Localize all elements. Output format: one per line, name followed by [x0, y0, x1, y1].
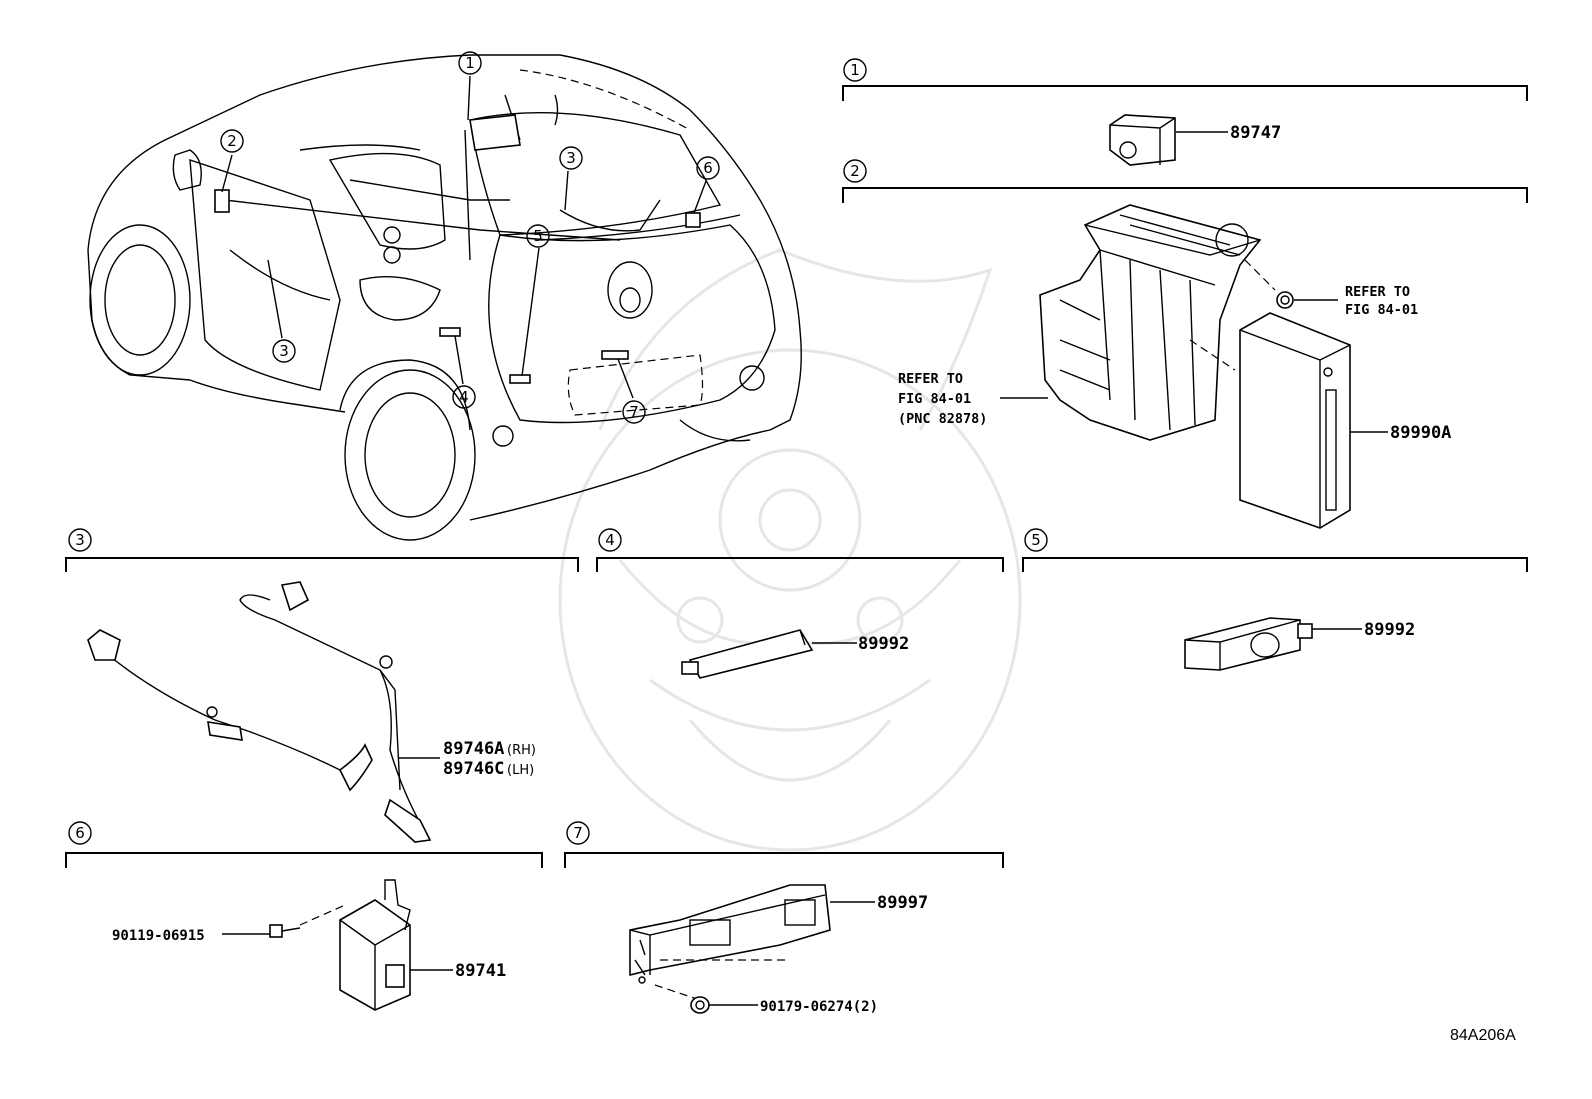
callout-2: 2: [227, 132, 237, 150]
section-1: 1 89747: [842, 58, 1528, 166]
callout-4-circle: [452, 385, 476, 409]
callout-3b: 3: [279, 342, 289, 360]
section-2-number: 2: [850, 162, 860, 180]
callout-3-circle: [559, 146, 583, 170]
part-number-89746C: 89746C: [443, 759, 504, 779]
part-89746-drawing: [87, 581, 432, 843]
section-6-number: 6: [75, 824, 85, 842]
section-1-number: 1: [850, 61, 860, 79]
figure-id: 84A206A: [1450, 1027, 1516, 1044]
part-qualifier-lh: (LH): [507, 763, 534, 778]
part-number-89746A: 89746A: [443, 739, 504, 759]
callout-4: 4: [459, 388, 469, 406]
vehicle-callouts: 1 2 3 6 5 3 4 7: [220, 51, 720, 424]
section-3: 3 89746A (RH) 89746C (LH): [65, 528, 579, 843]
callout-6-circle: [696, 156, 720, 180]
section-4: 4 89992: [596, 528, 1004, 679]
screw-90119-drawing: [269, 924, 301, 938]
callout-3: 3: [566, 149, 576, 167]
callout-7: 7: [629, 403, 639, 421]
section-3-number: 3: [75, 531, 85, 549]
part-number-89992-b: 89992: [1364, 620, 1415, 640]
part-number-89990A: 89990A: [1390, 423, 1451, 443]
nut-90179-drawing: [690, 996, 710, 1014]
part-number-89997: 89997: [877, 893, 928, 913]
watermark-logo: [558, 248, 1022, 852]
part-89997-drawing: [629, 884, 831, 984]
part-89741-drawing: [339, 879, 411, 1011]
part-qualifier-rh: (RH): [507, 743, 536, 758]
callout-5-circle: [526, 224, 550, 248]
section-7-number: 7: [573, 824, 583, 842]
callout-5: 5: [533, 227, 543, 245]
part-number-90179-06274: 90179-06274(2): [760, 999, 878, 1015]
refer-left-line3: (PNC 82878): [898, 411, 987, 427]
part-89992-a-drawing: [681, 629, 814, 679]
refer-right-line2: FIG 84-01: [1345, 302, 1418, 318]
refer-right-line1: REFER TO: [1345, 284, 1410, 300]
callout-7-circle: [622, 400, 646, 424]
section-5: 5 89992: [1022, 528, 1528, 671]
part-number-89747: 89747: [1230, 123, 1281, 143]
part-89747-drawing: [1109, 114, 1176, 166]
refer-left-line1: REFER TO: [898, 371, 963, 387]
part-number-89992-a: 89992: [858, 634, 909, 654]
vehicle-illustration: [87, 54, 802, 541]
junction-block-drawing: [1039, 204, 1262, 441]
refer-left-line2: FIG 84-01: [898, 391, 971, 407]
callout-3b-circle: [272, 339, 296, 363]
section-4-number: 4: [605, 531, 615, 549]
part-89990A-drawing: [1239, 312, 1351, 529]
section-2: 2 REFER TO FIG 84-01 89990A REFER TO FIG: [842, 159, 1528, 529]
part-number-90119-06915: 90119-06915: [112, 928, 205, 944]
section-5-number: 5: [1031, 531, 1041, 549]
section-7: 7 90179-06274(2) 89997: [564, 821, 1004, 1015]
callout-1: 1: [465, 54, 475, 72]
part-number-89741: 89741: [455, 961, 506, 981]
callout-1-circle: [458, 51, 482, 75]
bolt-drawing: [1276, 291, 1294, 309]
callout-2-circle: [220, 129, 244, 153]
part-89992-b-drawing: [1184, 617, 1313, 671]
callout-6: 6: [703, 159, 713, 177]
section-6: 6 90119-06915 89741: [65, 821, 543, 1011]
